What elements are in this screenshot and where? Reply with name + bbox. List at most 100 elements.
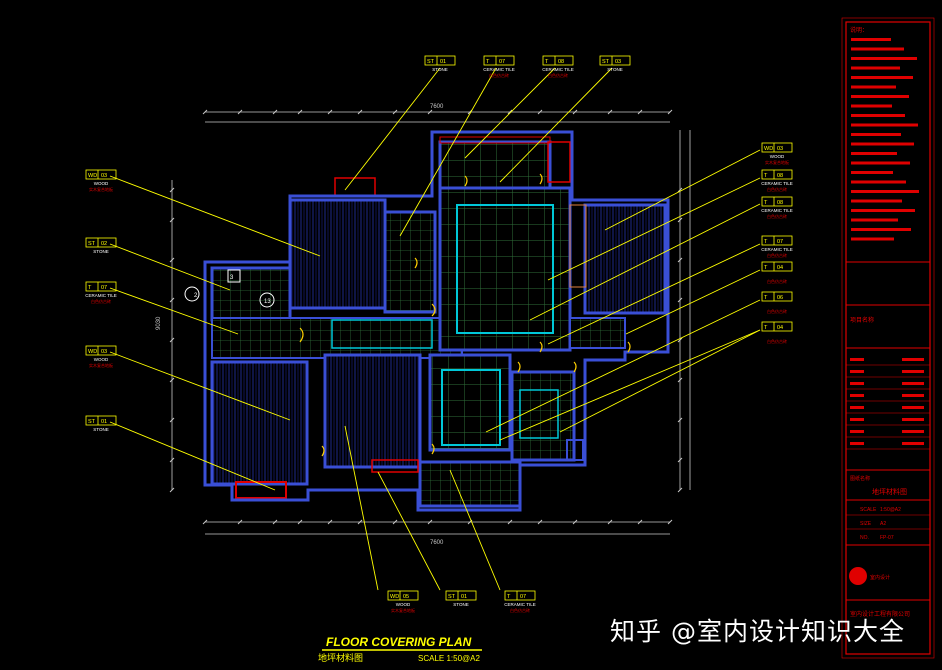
dim-tick bbox=[637, 109, 643, 115]
outer-wall bbox=[203, 130, 670, 512]
callout-number: 01 bbox=[461, 594, 467, 600]
callout-number: 01 bbox=[101, 419, 107, 425]
callout-description: 白色仿古砖 bbox=[767, 186, 787, 192]
title-block-rows bbox=[846, 358, 930, 450]
callout-number: 08 bbox=[777, 173, 783, 179]
dim-tick bbox=[537, 109, 543, 115]
callout-description: 白色仿古砖 bbox=[767, 252, 787, 258]
callout-material: CERAMIC TILE bbox=[85, 293, 116, 298]
note-line bbox=[851, 85, 896, 89]
callout-code: WD bbox=[764, 146, 773, 152]
note-line bbox=[851, 123, 918, 127]
tb-row-label bbox=[850, 442, 864, 445]
tb-row-value bbox=[902, 394, 924, 397]
dim-tick bbox=[507, 109, 513, 115]
callout-number: 03 bbox=[615, 59, 621, 65]
note-line bbox=[851, 95, 909, 98]
dim-tick bbox=[169, 337, 175, 343]
dim-tick bbox=[677, 417, 683, 423]
dim-tick bbox=[607, 519, 613, 525]
no-value: FP-07 bbox=[880, 535, 894, 541]
dim-tick bbox=[169, 257, 175, 263]
callout-description: 白色仿古砖 bbox=[91, 298, 111, 304]
callout-code: T bbox=[764, 265, 768, 271]
callout-number: 01 bbox=[440, 59, 446, 65]
callout-code: T bbox=[764, 295, 768, 301]
logo-text: 室内设计 bbox=[870, 574, 890, 581]
leader-lines bbox=[109, 67, 761, 591]
room-corridor bbox=[211, 317, 463, 359]
callout-code: ST bbox=[88, 419, 96, 425]
size-value: A2 bbox=[880, 521, 886, 527]
dim-tick bbox=[667, 109, 673, 115]
callout-material: WOOD bbox=[94, 181, 109, 186]
footer-text: 室内设计工程有限公司 bbox=[850, 610, 910, 618]
elevation-tags bbox=[184, 269, 275, 308]
dim-tick bbox=[169, 217, 175, 223]
dim-tick bbox=[667, 519, 673, 525]
room-bath-1 bbox=[383, 210, 437, 314]
floor-plan: 2 3 13 bbox=[184, 130, 670, 512]
dim-tick bbox=[677, 257, 683, 263]
dim-top-total: 7600 bbox=[430, 104, 444, 110]
callout-description: 白色仿古砖 bbox=[767, 308, 787, 314]
callout-code: T bbox=[88, 285, 92, 291]
dim-tick bbox=[427, 519, 433, 525]
notes-text bbox=[851, 38, 919, 241]
callout-material: STONE bbox=[607, 67, 622, 72]
callout-code: T bbox=[764, 173, 768, 179]
callout-description: 白色仿古砖 bbox=[767, 338, 787, 344]
note-line bbox=[851, 104, 892, 108]
note-line bbox=[851, 57, 917, 60]
room-kitchen bbox=[438, 140, 552, 190]
dim-tick bbox=[327, 109, 333, 115]
stone-threshold-4 bbox=[547, 141, 571, 183]
dim-tick bbox=[677, 217, 683, 223]
callout-number: 05 bbox=[403, 594, 409, 600]
callout-description: 实木复合地板 bbox=[89, 186, 113, 192]
tb-row-value bbox=[902, 358, 924, 361]
no-label: NO. bbox=[860, 535, 869, 541]
callout-material: STONE bbox=[432, 67, 447, 72]
stone-threshold-3 bbox=[334, 177, 376, 197]
callout-number: 07 bbox=[499, 59, 505, 65]
scale-label: SCALE bbox=[860, 507, 877, 513]
callout-material: STONE bbox=[453, 602, 468, 607]
tb-row-label bbox=[850, 418, 864, 421]
callout-number: 04 bbox=[777, 325, 783, 331]
dim-tick bbox=[297, 109, 303, 115]
dim-tick bbox=[327, 519, 333, 525]
tb-row-value bbox=[902, 430, 924, 433]
note-line bbox=[851, 218, 898, 222]
callout-number: 06 bbox=[777, 295, 783, 301]
dimension-lines bbox=[171, 111, 691, 535]
callout-description: 白色仿古砖 bbox=[548, 72, 568, 78]
callout-material: STONE bbox=[93, 427, 108, 432]
callout-code: ST bbox=[602, 59, 610, 65]
room-bedroom-3 bbox=[323, 353, 422, 469]
dining-inlay bbox=[441, 369, 501, 446]
callout-code: T bbox=[545, 59, 549, 65]
size-label: SIZE bbox=[860, 521, 872, 527]
callout-description: 实木复合地板 bbox=[391, 607, 415, 613]
callout-description: 白色仿古砖 bbox=[767, 213, 787, 219]
dim-tick bbox=[392, 519, 398, 525]
dim-tick bbox=[572, 519, 578, 525]
notes-title: 说明： bbox=[850, 26, 868, 34]
note-line bbox=[851, 133, 901, 136]
dim-bottom-total: 7600 bbox=[430, 540, 444, 546]
callout-number: 03 bbox=[101, 173, 107, 179]
drawing-name: 地坪材料图 bbox=[872, 487, 907, 496]
note-line bbox=[851, 180, 906, 184]
dim-tick bbox=[677, 187, 683, 193]
watermark: 知乎 @室内设计知识大全 bbox=[610, 617, 905, 646]
dim-tick bbox=[677, 297, 683, 303]
